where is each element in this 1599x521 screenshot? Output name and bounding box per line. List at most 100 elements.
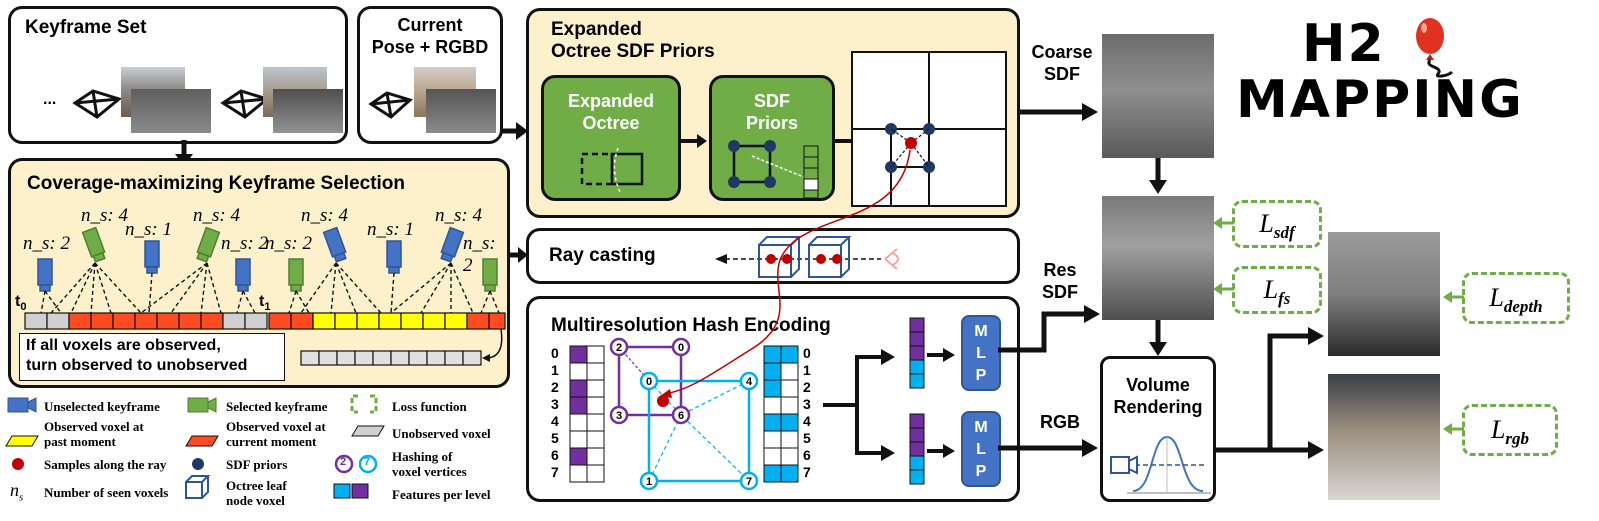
arrow-right — [508, 247, 528, 263]
expanded-octree-label-2: Octree — [582, 113, 640, 133]
vertex-label: 3 — [616, 410, 622, 422]
vertex-label: 1 — [646, 476, 652, 488]
keyframe-depth-2 — [273, 89, 343, 133]
cyan-hash-table — [763, 345, 799, 483]
legend-samples: Samples along the ray — [44, 457, 167, 472]
camera-icon — [368, 91, 413, 119]
loss-arrow — [1213, 217, 1234, 229]
cyan-feature-icon — [333, 483, 351, 499]
octree-title-2: Octree SDF Priors — [551, 41, 715, 62]
res-sdf-label-1: Res — [1043, 260, 1077, 280]
ellipsis: ... — [43, 91, 57, 108]
output-branch-arrows — [1214, 327, 1324, 459]
ns-label: n_s: 1 — [367, 219, 414, 240]
vertex-label: 0 — [678, 342, 684, 354]
octree-panel: Expanded Octree SDF Priors Expanded Octr… — [526, 8, 1020, 218]
arrow-right — [927, 348, 955, 362]
blue-camera-icon — [235, 258, 251, 292]
loss-arrow — [1443, 291, 1464, 303]
arrow-down — [1149, 158, 1167, 194]
keyframe-set-panel: Keyframe Set ... — [8, 6, 348, 144]
vertex-label: 0 — [646, 376, 652, 388]
yellow-voxel-icon — [5, 435, 39, 447]
sdf-priors-label-2: Priors — [745, 113, 799, 133]
ns-label: n_s: 2 — [463, 233, 496, 276]
current-depth-image — [426, 89, 496, 133]
expanded-octree-icon — [580, 148, 644, 192]
arrow-right — [500, 122, 528, 140]
cyan-circle-icon — [358, 454, 378, 474]
dashed-bracket-icon — [350, 394, 378, 414]
note-line: turn observed to unobserved — [26, 357, 248, 374]
blue-camera-icon — [144, 240, 160, 274]
orange-voxel-icon — [185, 435, 219, 447]
blue-camera-icon — [7, 397, 37, 413]
navy-dot-icon — [192, 458, 204, 470]
purple-hash-table — [569, 345, 605, 483]
sdf-priors-box: SDF Priors — [709, 75, 835, 201]
ray-casting-panel: Ray casting — [526, 228, 1020, 284]
ns-label: n_s: 2 — [221, 233, 268, 254]
blue-camera-icon — [322, 226, 347, 263]
ns-label: n_s: 4 — [193, 205, 240, 226]
hash-title: Multiresolution Hash Encoding — [551, 315, 831, 336]
keyframe-selection-panel: Coverage-maximizing Keyframe Selection — [8, 158, 510, 388]
current-pose-panel: Current Pose + RGBD — [357, 6, 503, 144]
green-camera-icon — [482, 258, 498, 292]
ns-label: n_s: 2 — [265, 233, 312, 254]
selection-note: If all voxels are observed, turn observe… — [19, 333, 285, 381]
t0-label: t0 — [15, 293, 27, 314]
current-pose-title-2: Pose + RGBD — [371, 37, 489, 57]
expanded-octree-box: Expanded Octree — [541, 75, 681, 201]
green-camera-icon — [187, 397, 217, 413]
legend-ns-symbol: ns — [10, 480, 24, 504]
vertex-label: 2 — [616, 342, 622, 354]
ns-label: n_s: 1 — [125, 219, 172, 240]
res-sdf-image — [1102, 196, 1214, 320]
blue-camera-icon — [440, 226, 465, 263]
coarse-sdf-label-1: Coarse — [1031, 42, 1093, 62]
current-pose-title-1: Current — [397, 15, 463, 35]
green-camera-icon — [288, 258, 304, 292]
cube-icon — [185, 475, 211, 499]
arrow-right — [927, 444, 955, 458]
camera-icon — [1110, 455, 1138, 475]
loss-arrow — [1213, 283, 1234, 295]
sdf-priors-label-1: SDF — [754, 91, 790, 111]
legend-loss: Loss function — [392, 399, 467, 414]
blue-camera-icon — [386, 240, 402, 274]
legend-icons — [5, 394, 385, 499]
vertex-label: 7 — [746, 476, 752, 488]
mlp-to-res-arrow — [998, 305, 1100, 353]
selection-diagram — [24, 226, 506, 366]
arrow-right — [679, 134, 707, 148]
expanded-octree-label-1: Expanded — [567, 91, 655, 111]
green-camera-icon — [81, 226, 106, 263]
purple-circle-icon — [334, 454, 354, 474]
balloon-icon — [1416, 18, 1454, 78]
rgb-image — [1328, 374, 1440, 500]
loss-arrow — [1443, 423, 1464, 435]
sdf-priors-icon — [728, 140, 819, 199]
blue-camera-icon — [37, 258, 53, 292]
octree-grid — [851, 51, 1007, 207]
ns-label: n_s: 4 — [301, 205, 348, 226]
feature-vector-top — [909, 317, 925, 389]
ns-label: n_s: 4 — [435, 205, 482, 226]
camera-icon — [72, 89, 123, 119]
vertex-label: 6 — [678, 410, 684, 422]
legend-sdf-priors: SDF priors — [226, 457, 288, 472]
rendering-icon — [1110, 435, 1211, 494]
arrow-down — [1149, 320, 1167, 356]
branch-arrows — [823, 349, 895, 461]
vertex-label: 4 — [746, 376, 753, 388]
res-sdf-label-2: SDF — [1042, 282, 1078, 302]
red-dot-icon — [12, 458, 24, 470]
